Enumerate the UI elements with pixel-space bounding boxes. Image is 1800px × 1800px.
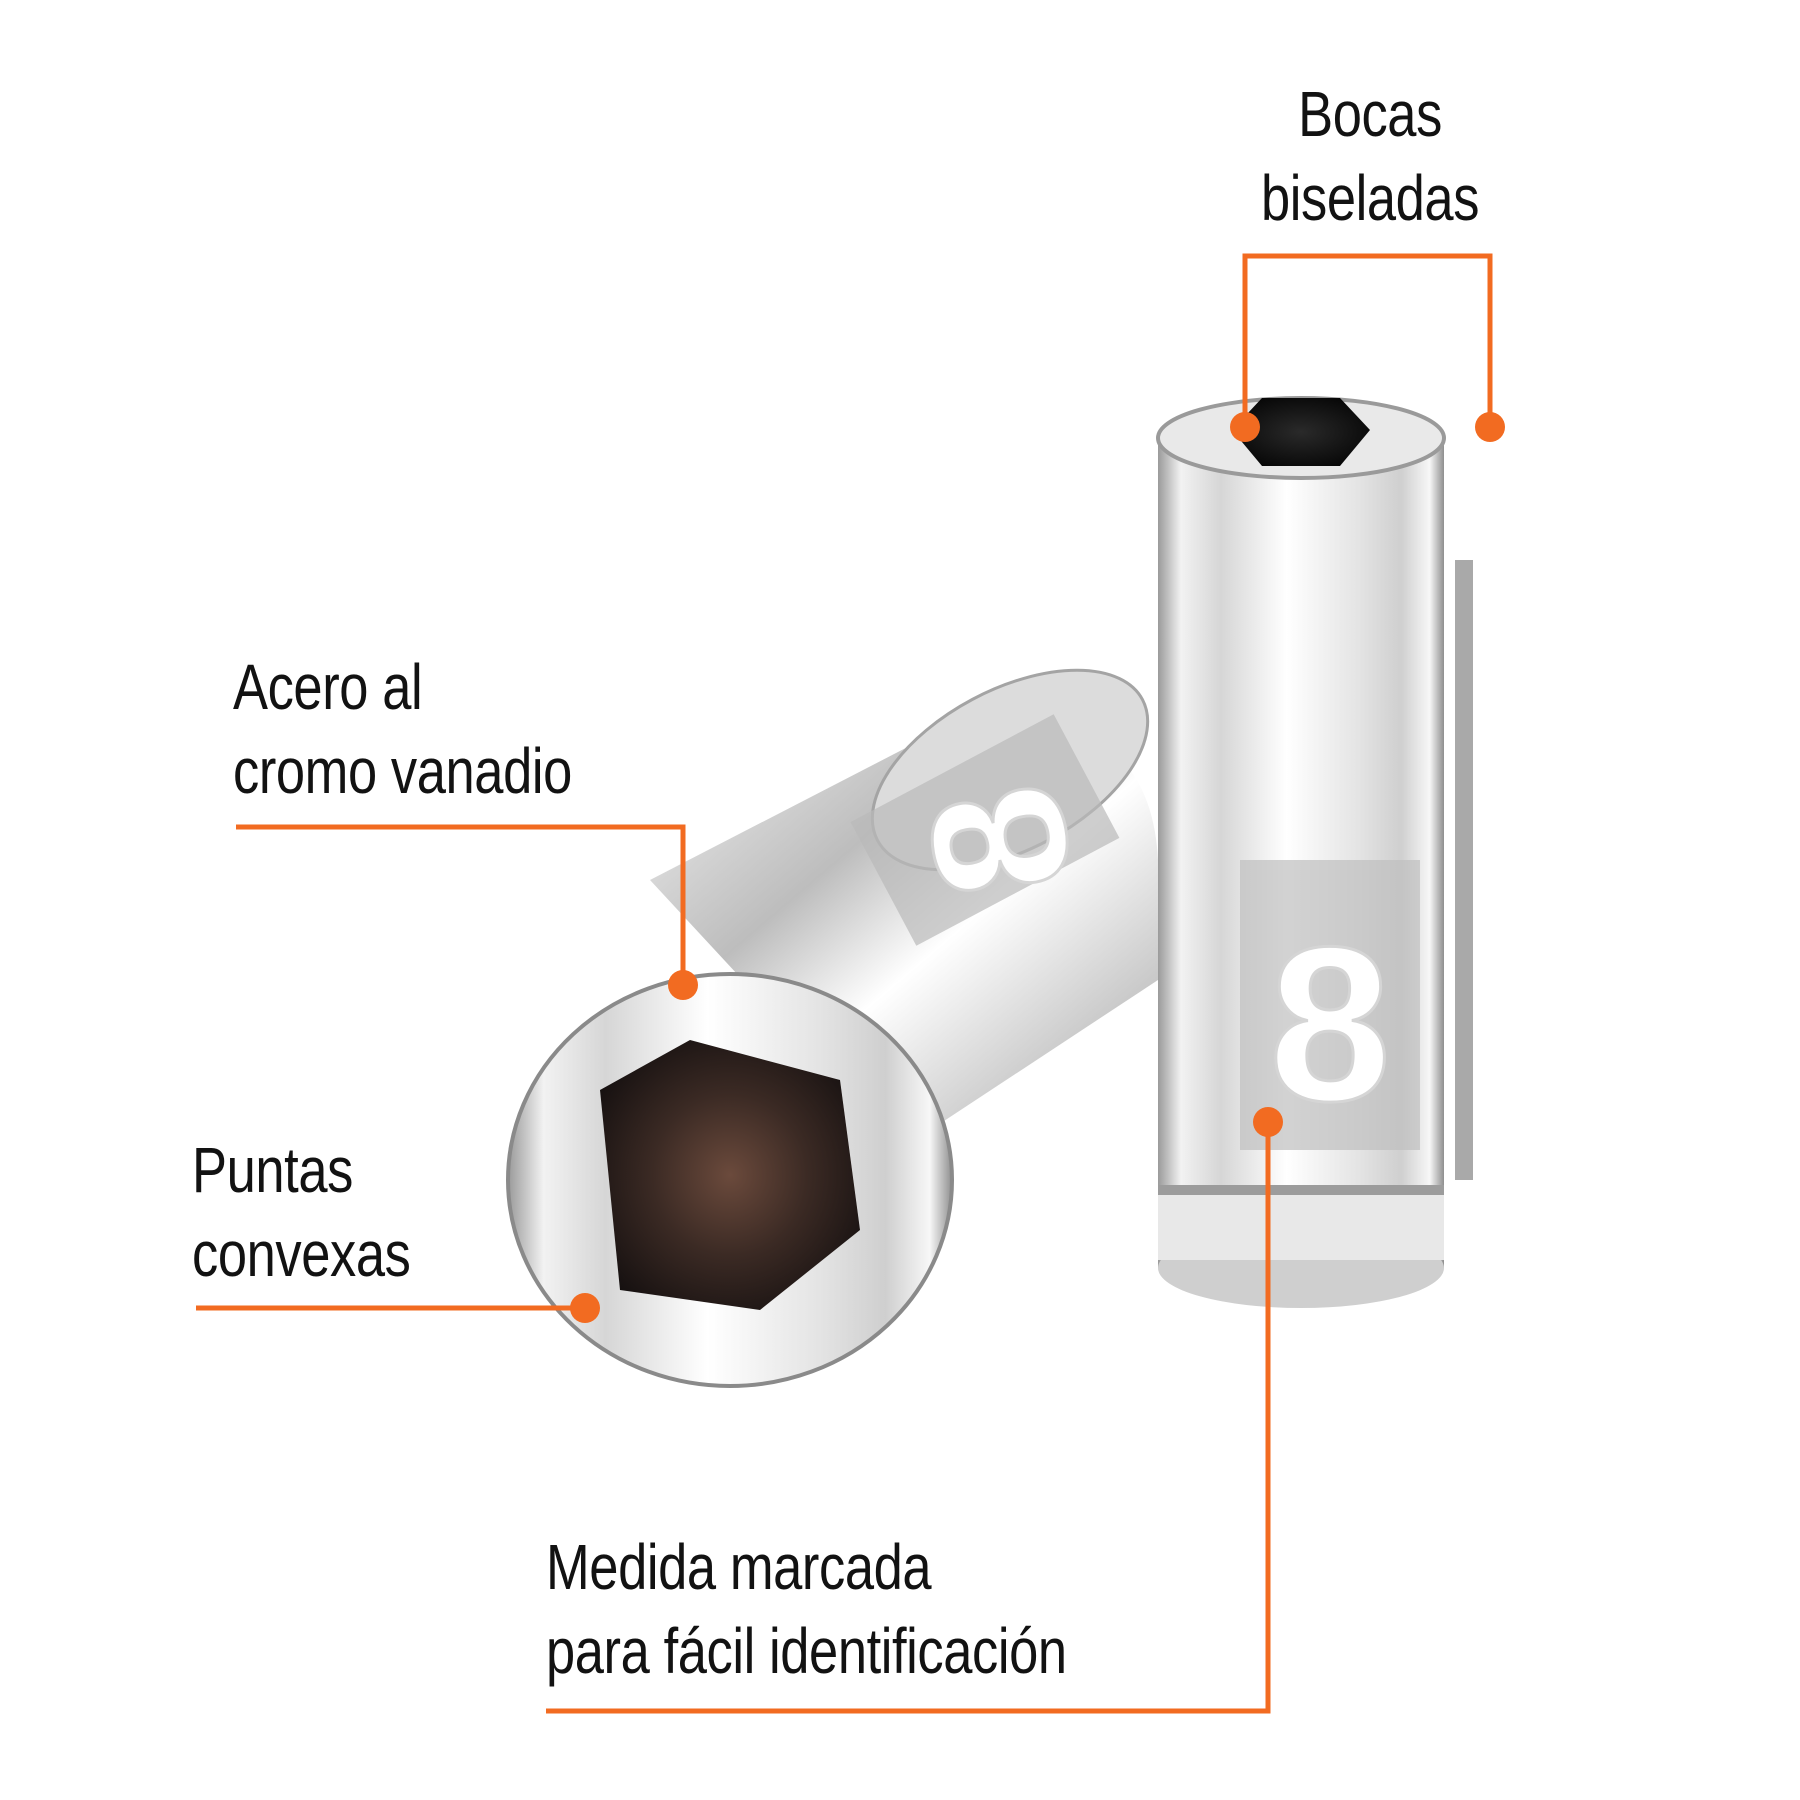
size-dot <box>1253 1107 1283 1137</box>
steel-callout-line <box>236 824 686 983</box>
tips-label-line2: convexas <box>192 1218 411 1290</box>
right-size-mark: 8 <box>1269 901 1391 1147</box>
bevel-dot-right <box>1475 412 1505 442</box>
tips-label-line1: Puntas <box>192 1134 353 1206</box>
bevel-callout-label: Bocas biseladas <box>1222 72 1517 240</box>
steel-dot <box>668 970 698 1000</box>
bevel-label-line1: Bocas <box>1298 78 1442 150</box>
steel-callout-label: Acero al cromo vanadio <box>233 645 572 813</box>
size-callout-line <box>546 1122 1271 1714</box>
right-socket: 8 <box>1156 396 1473 1308</box>
size-label-line1: Medida marcada <box>546 1531 932 1603</box>
bevel-dot-left <box>1230 412 1260 442</box>
tips-dot <box>570 1293 600 1323</box>
steel-label-line1: Acero al <box>233 651 423 723</box>
bevel-bracket-line <box>1242 253 1493 425</box>
steel-label-line2: cromo vanadio <box>233 735 572 807</box>
bevel-label-line2: biseladas <box>1260 162 1480 234</box>
right-size-plate <box>1240 860 1420 1150</box>
left-socket: 8 <box>506 668 1158 1388</box>
size-label-line2: para fácil identificación <box>546 1615 1067 1687</box>
callout-lines <box>196 253 1505 1714</box>
left-size-plate <box>850 714 1120 946</box>
size-callout-label: Medida marcada para fácil identificación <box>546 1525 1067 1693</box>
tips-callout-label: Puntas convexas <box>192 1128 411 1296</box>
